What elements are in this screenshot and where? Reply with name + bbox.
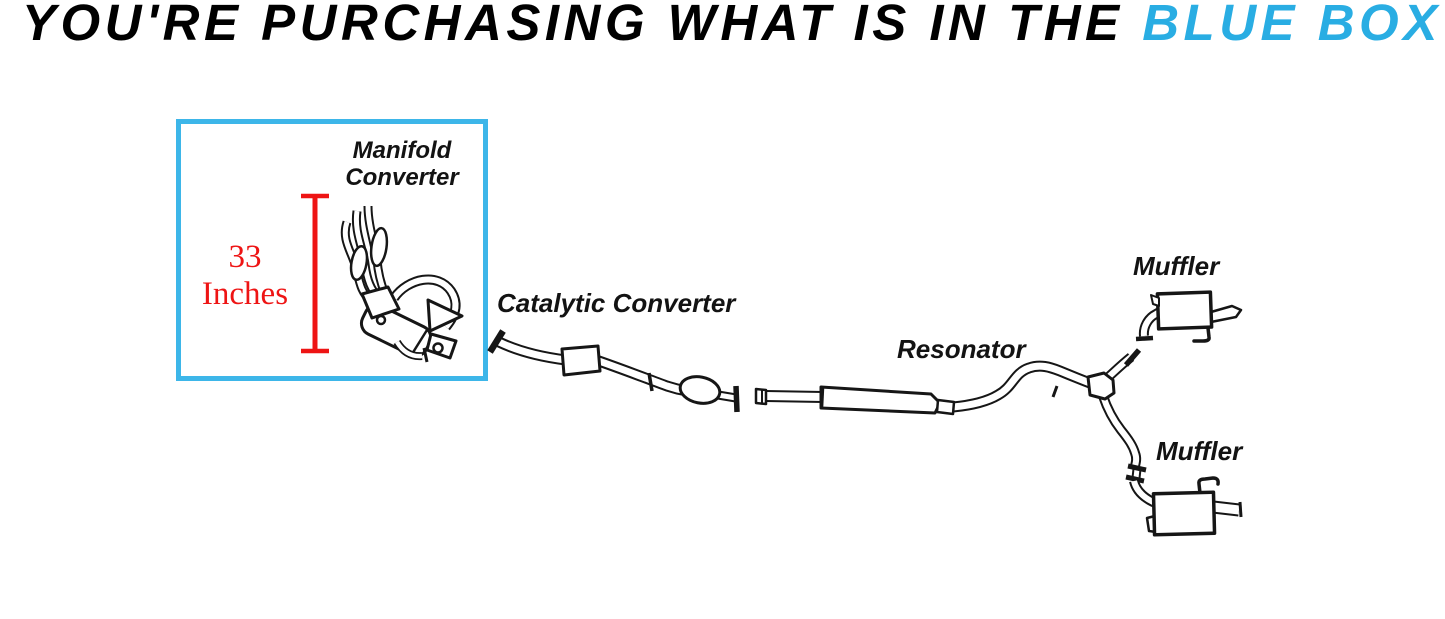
manifold-label-line1: Manifold [352, 137, 452, 164]
resonator-label: Resonator [897, 334, 1026, 364]
manifold-converter-drawing [340, 205, 464, 363]
y-pipe-split-drawing [1086, 348, 1164, 510]
length-measurement-label: 33 Inches [185, 239, 305, 313]
muffler-top-drawing [1135, 290, 1243, 343]
muffler-top-label: Muffler [1133, 251, 1220, 281]
catalytic-converter-drawing [487, 329, 740, 413]
measurement-value: 33 [228, 239, 262, 275]
manifold-label-line2: Converter [345, 164, 459, 191]
title-highlight-text: BLUE BOX [1142, 0, 1442, 51]
manifold-converter-label: Manifold Converter [335, 137, 469, 191]
catalytic-converter-label: Catalytic Converter [497, 288, 736, 318]
muffler-bottom-label: Muffler [1156, 436, 1243, 466]
measurement-unit: Inches [201, 276, 289, 312]
measurement-bar [301, 193, 329, 354]
page-title: YOU'RE PURCHASING WHAT IS IN THE BLUE BO… [22, 0, 1442, 52]
muffler-bottom-drawing [1145, 476, 1243, 537]
title-main-text: YOU'RE PURCHASING WHAT IS IN THE [22, 0, 1143, 51]
resonator-drawing [754, 360, 1097, 416]
